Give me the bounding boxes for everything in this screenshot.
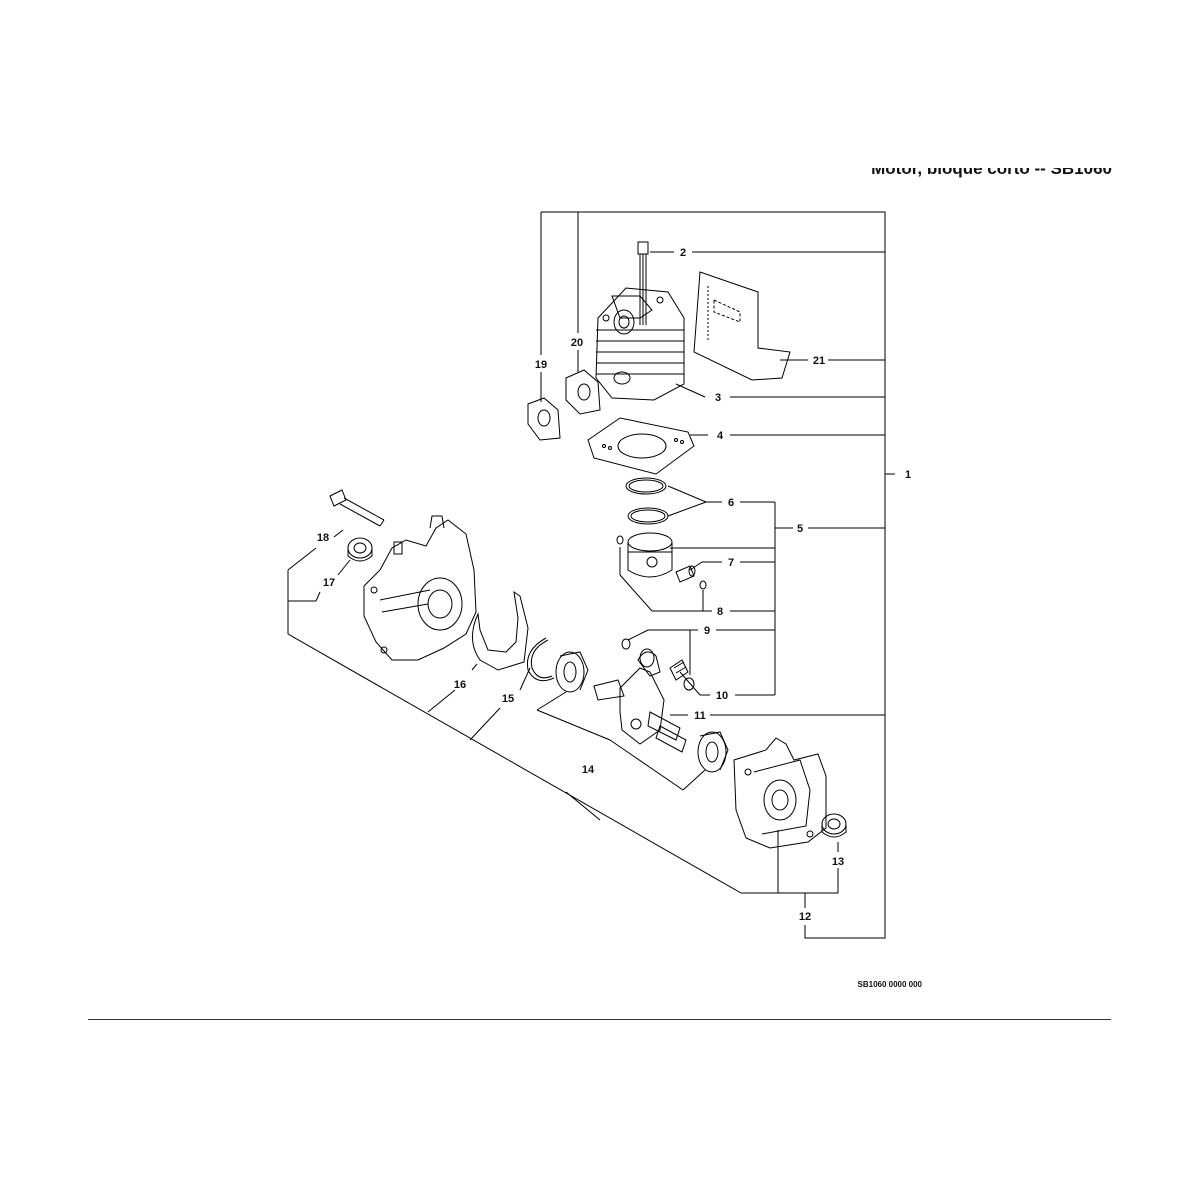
part-piston bbox=[627, 532, 673, 578]
callout-3: 3 bbox=[715, 392, 721, 404]
part-seal-left bbox=[347, 537, 373, 562]
part-seal-right bbox=[821, 813, 847, 838]
part-heat-shield bbox=[693, 271, 791, 381]
callout-numbers: 1 2 3 4 5 6 7 8 9 10 11 12 13 14 15 16 1… bbox=[317, 247, 911, 923]
part-bolt bbox=[637, 241, 649, 325]
callout-14: 14 bbox=[582, 764, 595, 776]
part-base-gasket bbox=[587, 417, 695, 475]
part-washers-bearing bbox=[621, 638, 695, 691]
part-screw bbox=[329, 489, 385, 527]
callout-21: 21 bbox=[813, 355, 825, 367]
part-piston-rings bbox=[625, 477, 669, 525]
callout-12: 12 bbox=[799, 911, 811, 923]
callout-1: 1 bbox=[905, 469, 911, 481]
callout-15: 15 bbox=[502, 693, 514, 705]
part-crankcase-right bbox=[733, 737, 827, 849]
drawing-code: SB1060 0000 000 bbox=[857, 980, 923, 989]
callout-4: 4 bbox=[717, 430, 724, 442]
callout-20: 20 bbox=[571, 337, 583, 349]
callout-13: 13 bbox=[832, 856, 844, 868]
part-circlips bbox=[616, 535, 707, 590]
callout-9: 9 bbox=[704, 625, 710, 637]
part-piston-pin bbox=[675, 565, 696, 583]
callout-6: 6 bbox=[728, 497, 734, 509]
callout-2: 2 bbox=[680, 247, 686, 259]
part-cylinder bbox=[595, 287, 685, 401]
footer-divider bbox=[88, 1019, 1111, 1020]
callout-10: 10 bbox=[716, 690, 728, 702]
part-gasket-20 bbox=[565, 369, 601, 415]
part-crankcase-left bbox=[363, 515, 477, 661]
leader-lines bbox=[287, 211, 895, 939]
callout-8: 8 bbox=[717, 606, 723, 618]
callout-19: 19 bbox=[535, 359, 547, 371]
part-crankcase-gasket bbox=[472, 590, 529, 671]
callout-17: 17 bbox=[323, 577, 335, 589]
callout-18: 18 bbox=[317, 532, 329, 544]
part-bearings bbox=[555, 651, 729, 773]
callout-11: 11 bbox=[694, 710, 706, 722]
part-gasket-19 bbox=[527, 397, 561, 441]
callout-16: 16 bbox=[454, 679, 466, 691]
part-crankshaft bbox=[593, 648, 687, 753]
page-title: Motor, bloque corto -- SB1060 bbox=[871, 168, 1112, 178]
callout-7: 7 bbox=[728, 557, 734, 569]
part-snap-ring bbox=[526, 637, 555, 682]
callout-5: 5 bbox=[797, 523, 803, 535]
